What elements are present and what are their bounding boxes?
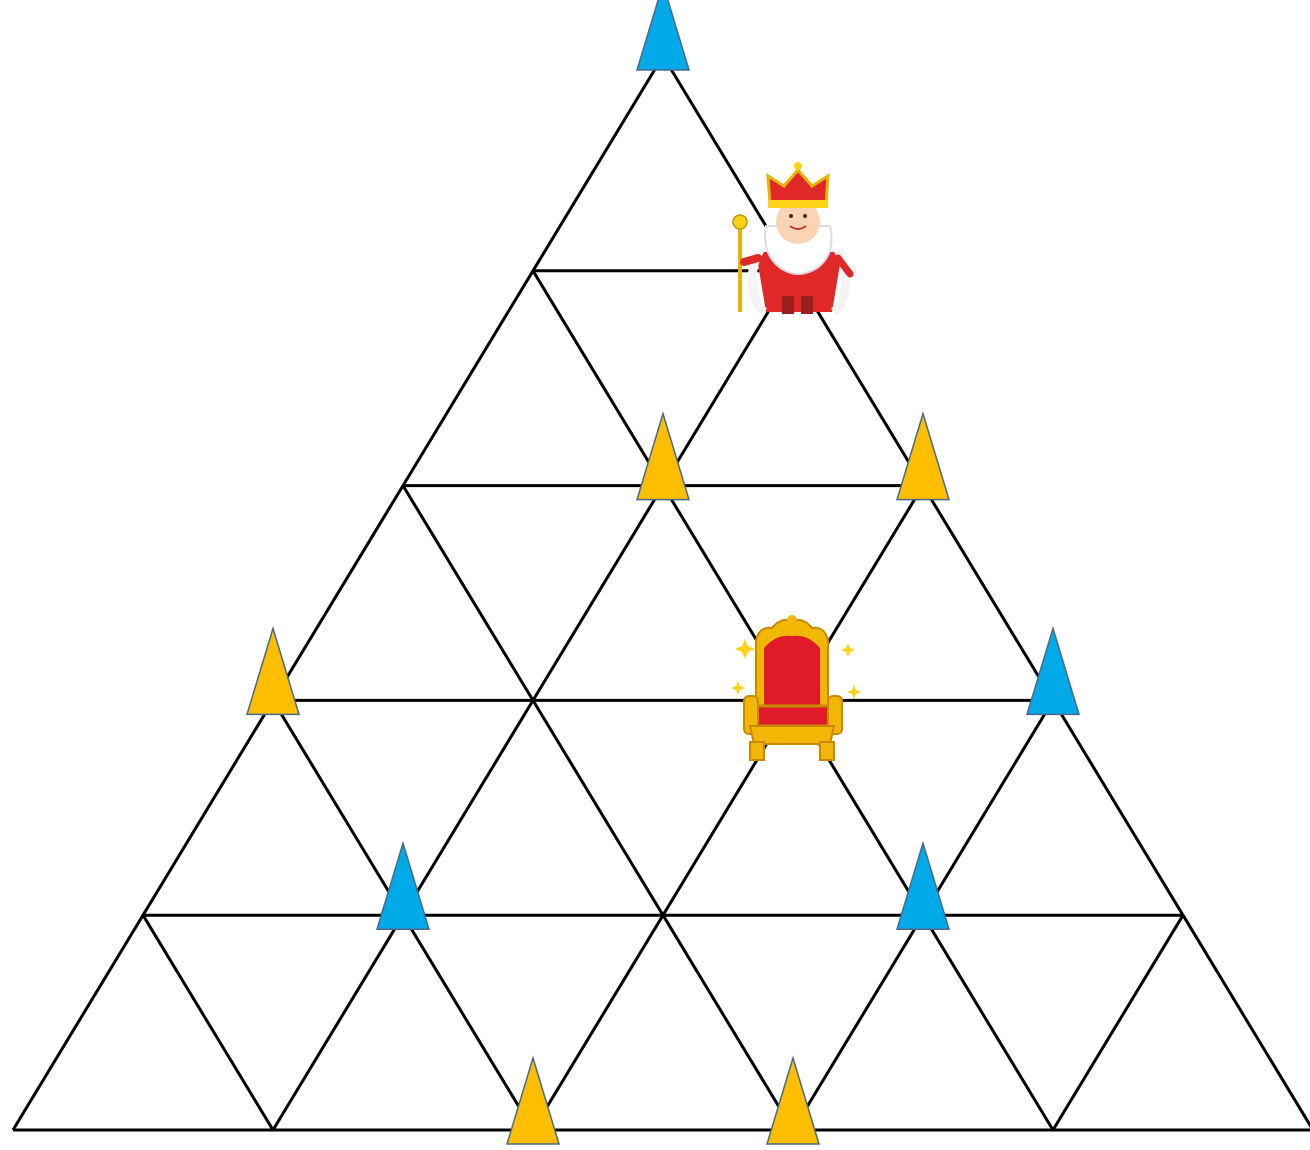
king-icon[interactable] — [733, 162, 850, 314]
grid-line — [273, 486, 403, 701]
grid-line — [403, 700, 533, 915]
grid-line — [533, 700, 663, 915]
grid-line — [533, 486, 663, 701]
pieces-layer — [247, 0, 1079, 1144]
grid-line — [403, 271, 533, 486]
grid-line — [533, 271, 663, 486]
blue-cone-piece[interactable] — [637, 0, 689, 70]
grid-line — [533, 56, 663, 271]
grid-line — [143, 915, 273, 1130]
grid-line — [403, 915, 533, 1130]
throne-icon[interactable] — [731, 615, 861, 760]
grid-line — [663, 915, 793, 1130]
grid-line — [923, 700, 1053, 915]
grid-line — [273, 700, 403, 915]
grid-line — [533, 915, 663, 1130]
grid-line — [13, 915, 143, 1130]
grid-line — [273, 915, 403, 1130]
grid-line — [403, 486, 533, 701]
grid-line — [923, 915, 1053, 1130]
grid-line — [1053, 700, 1183, 915]
grid-lines — [13, 56, 1310, 1130]
grid-line — [1053, 915, 1183, 1130]
grid-line — [1183, 915, 1310, 1130]
grid-line — [923, 486, 1053, 701]
grid-line — [793, 915, 923, 1130]
grid-line — [143, 700, 273, 915]
